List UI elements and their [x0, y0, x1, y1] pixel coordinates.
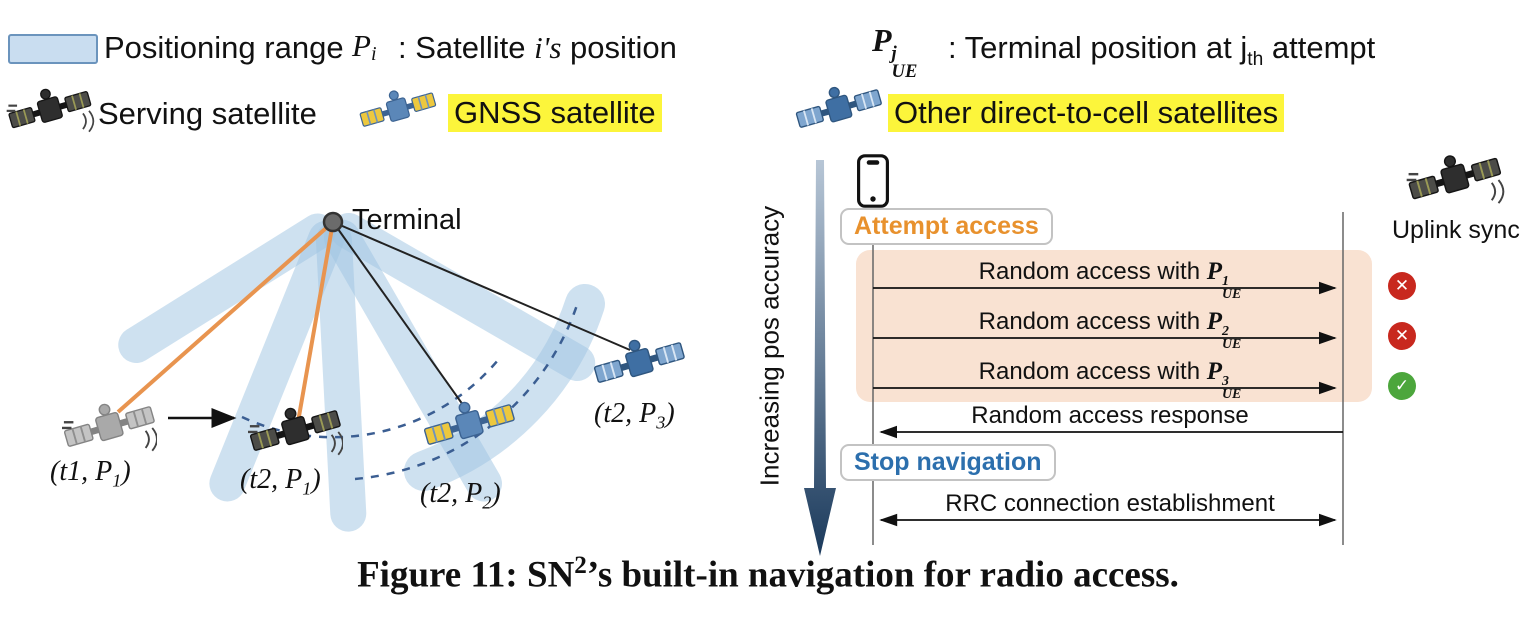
sat2-pre: (t2, P — [240, 464, 303, 495]
sat-label-t1p1: (t1, P1) — [50, 456, 131, 492]
message-3-sub: UE — [1222, 387, 1242, 403]
sat4-sub: 3 — [656, 412, 666, 433]
attempt-access-tag: Attempt access — [840, 208, 1053, 245]
pi-desc-italic: i's — [534, 30, 562, 65]
gnss-satellite-icon — [422, 396, 517, 454]
pi-desc-post: position — [561, 30, 677, 65]
message-3-text: Random access with — [978, 358, 1207, 385]
sat-label-t2p1: (t2, P1) — [240, 464, 321, 500]
uplink-fail-icon: ✕ — [1388, 272, 1416, 300]
phone-icon — [857, 154, 889, 208]
message-2-sub: UE — [1222, 337, 1242, 353]
past-serving-satellite-icon — [62, 398, 157, 456]
sat1-post: ) — [121, 456, 131, 487]
sat4-pre: (t2, P — [594, 398, 657, 429]
uplink-sync-label: Uplink sync — [1392, 216, 1520, 244]
range-line-black-2 — [332, 221, 631, 351]
message-3-p: P — [1206, 358, 1223, 385]
caption-post: ’s built-in navigation for radio access. — [586, 554, 1179, 596]
pue-base: P — [872, 22, 892, 58]
caption-sup: 2 — [574, 552, 587, 579]
message-2-text: Random access with — [978, 308, 1207, 335]
positioning-beam-arc — [404, 284, 605, 491]
pue-desc-pre: : Terminal position at j — [948, 30, 1248, 65]
pue-sub: UE — [891, 60, 918, 82]
pi-sub: i — [370, 43, 377, 66]
terminal-dot — [322, 211, 344, 233]
pos-accuracy-axis-label: Increasing pos accuracy — [754, 205, 785, 487]
caption-pre: Figure 11: SN — [357, 554, 575, 596]
serving-satellite-icon — [1405, 150, 1505, 208]
positioning-range-swatch — [8, 34, 98, 64]
message-2-sup: 2 — [1222, 324, 1229, 340]
sat1-sub: 1 — [112, 470, 122, 491]
pi-desc-pre: : Satellite — [398, 30, 535, 65]
sat-label-t2p2: (t2, P2) — [420, 478, 501, 514]
message-2-p: P — [1206, 308, 1223, 335]
d2c-satellite-icon — [792, 82, 886, 136]
pue-desc-sub: th — [1247, 49, 1264, 71]
uplink-success-icon: ✓ — [1388, 372, 1416, 400]
sat4-post: ) — [665, 398, 675, 429]
serving-satellite-icon — [4, 84, 96, 136]
uplink-fail-icon: ✕ — [1388, 322, 1416, 350]
rrc-label: RRC connection establishment — [945, 490, 1275, 517]
legend-pi-description: : Satellite i's position — [398, 30, 677, 66]
figure-caption: Figure 11: SN2’s built-in navigation for… — [0, 552, 1536, 596]
attempt-access-panel — [856, 250, 1372, 402]
sequence-arrows — [872, 208, 1344, 545]
serving-satellite-icon — [248, 402, 343, 460]
message-1-sup: 1 — [1222, 274, 1229, 290]
range-line-black-1 — [332, 221, 469, 413]
stop-navigation-tag: Stop navigation — [840, 444, 1056, 481]
legend-pi-symbol: Pi — [352, 28, 377, 66]
sat3-pre: (t2, P — [420, 478, 483, 509]
legend-pue-description: : Terminal position at jth attempt — [948, 30, 1375, 71]
terminal-label: Terminal — [352, 204, 462, 236]
gnss-satellite-icon — [356, 86, 440, 134]
pue-desc-post: attempt — [1263, 30, 1376, 65]
message-1-sub: UE — [1222, 287, 1242, 303]
sat1-pre: (t1, P — [50, 456, 113, 487]
message-1-text: Random access with — [978, 258, 1207, 285]
response-label: Random access response — [971, 402, 1249, 429]
d2c-satellite-icon — [592, 334, 687, 392]
sat2-post: ) — [311, 464, 321, 495]
legend-positioning-range-label: Positioning range — [104, 30, 344, 65]
pi-base: P — [352, 28, 371, 63]
legend-other-label: Other direct-to-cell satellites — [888, 94, 1285, 132]
sat2-sub: 1 — [302, 478, 312, 499]
pos-accuracy-gradient-arrow-icon — [804, 160, 836, 556]
sat3-post: ) — [491, 478, 501, 509]
range-line-orange-2 — [296, 221, 335, 423]
message-3-sup: 3 — [1222, 374, 1229, 390]
sat-label-t2p3: (t2, P3) — [594, 398, 675, 434]
dashed-arc-inner — [241, 359, 499, 439]
sat3-sub: 2 — [482, 492, 492, 513]
range-line-orange-1 — [116, 220, 335, 414]
legend-serving-label: Serving satellite — [98, 96, 317, 131]
message-1-p: P — [1206, 258, 1223, 285]
pue-sup: j — [891, 43, 897, 65]
legend-gnss-label: GNSS satellite — [448, 94, 662, 132]
